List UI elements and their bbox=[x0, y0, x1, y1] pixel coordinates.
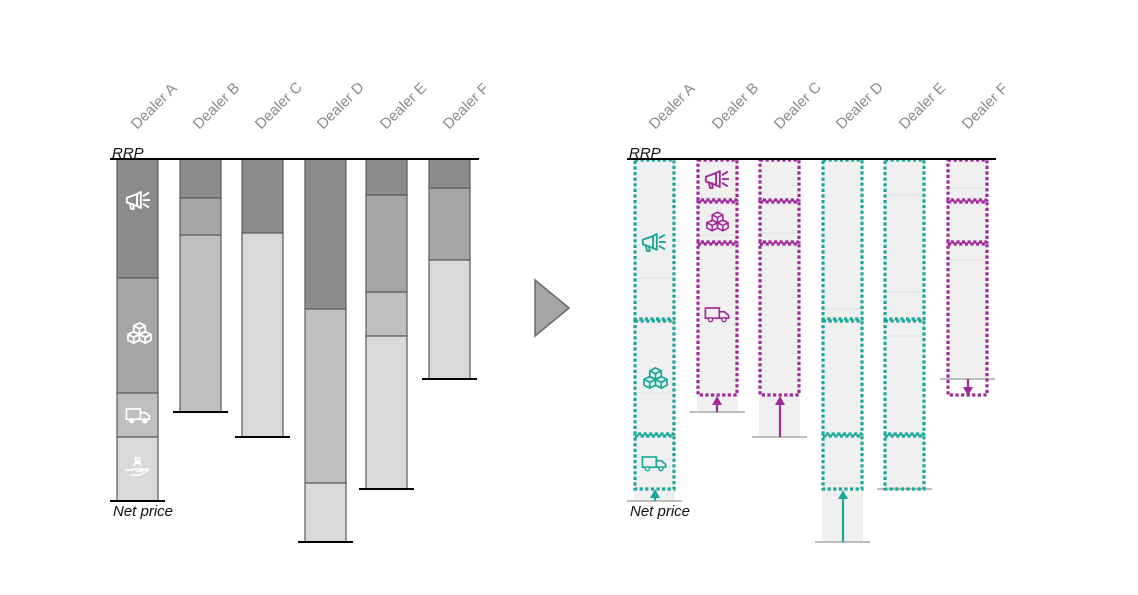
cost-segment bbox=[428, 259, 471, 380]
cost-segment bbox=[179, 197, 222, 236]
ghost-column bbox=[822, 159, 863, 542]
dealer-label-left: Dealer F bbox=[440, 80, 493, 133]
dealer-column bbox=[173, 158, 228, 413]
cost-segment bbox=[365, 291, 408, 337]
cost-segment bbox=[365, 194, 408, 293]
target-cost-box bbox=[946, 200, 989, 244]
cost-segment bbox=[304, 482, 347, 543]
cost-segment bbox=[304, 308, 347, 484]
dealer-column-target bbox=[877, 158, 932, 491]
dealer-label-left: Dealer B bbox=[190, 80, 243, 133]
ghost-column bbox=[947, 159, 988, 379]
dealer-column bbox=[110, 158, 165, 502]
target-cost-box bbox=[821, 434, 864, 491]
target-cost-box bbox=[633, 434, 676, 491]
target-cost-box bbox=[758, 242, 801, 397]
transition-arrow bbox=[534, 278, 571, 338]
rrp-label: RRP bbox=[629, 145, 661, 162]
dealer-column bbox=[422, 158, 477, 380]
dealer-column-target bbox=[940, 158, 995, 397]
dealer-label-left: Dealer A bbox=[128, 80, 181, 133]
dealer-label-right: Dealer A bbox=[646, 80, 699, 133]
adjustment-arrow-head bbox=[650, 489, 660, 498]
cost-segment bbox=[241, 232, 284, 438]
target-cost-box bbox=[696, 242, 739, 397]
dealer-column bbox=[359, 158, 414, 490]
cost-segment bbox=[116, 392, 159, 438]
target-cost-box bbox=[821, 319, 864, 436]
dealer-column-target bbox=[627, 158, 682, 502]
dealer-column-target bbox=[752, 158, 807, 438]
adjustment-arrow-head bbox=[963, 387, 973, 396]
cost-segment bbox=[304, 158, 347, 310]
cost-segment bbox=[179, 234, 222, 413]
adjustment-arrow-head bbox=[775, 396, 785, 405]
target-cost-box bbox=[696, 200, 739, 244]
net-price-label: Net price bbox=[113, 503, 173, 520]
adjustment-arrow-head bbox=[712, 396, 722, 405]
ghost-column bbox=[759, 159, 800, 437]
dealer-label-right: Dealer D bbox=[833, 79, 887, 133]
target-cost-box bbox=[883, 434, 926, 491]
cost-segment bbox=[365, 158, 408, 196]
dealer-column bbox=[235, 158, 290, 438]
dealer-label-left: Dealer C bbox=[252, 79, 306, 133]
dealer-label-left: Dealer D bbox=[314, 79, 368, 133]
dealer-column bbox=[298, 158, 353, 543]
dealer-label-right: Dealer F bbox=[959, 80, 1012, 133]
cost-segment bbox=[116, 158, 159, 279]
cost-segment bbox=[428, 187, 471, 261]
ghost-column bbox=[634, 159, 675, 501]
dealer-label-right: Dealer C bbox=[771, 79, 825, 133]
ghost-column bbox=[884, 159, 925, 489]
net-price-label: Net price bbox=[630, 503, 690, 520]
dealer-column-target bbox=[690, 158, 745, 413]
next-step-arrow bbox=[534, 278, 571, 338]
cost-segment bbox=[428, 158, 471, 189]
dealer-label-right: Dealer B bbox=[709, 80, 762, 133]
ghost-column bbox=[697, 159, 738, 412]
cost-segment bbox=[365, 335, 408, 490]
dealer-label-right: Dealer E bbox=[896, 80, 949, 133]
target-cost-box bbox=[633, 319, 676, 436]
target-cost-box bbox=[758, 200, 801, 244]
cost-segment bbox=[241, 158, 284, 234]
cost-segment bbox=[179, 158, 222, 199]
rrp-label: RRP bbox=[112, 145, 144, 162]
adjustment-arrow-head bbox=[838, 490, 848, 499]
dealer-label-left: Dealer E bbox=[377, 80, 430, 133]
target-cost-box bbox=[883, 319, 926, 436]
dealer-column-target bbox=[815, 158, 870, 543]
